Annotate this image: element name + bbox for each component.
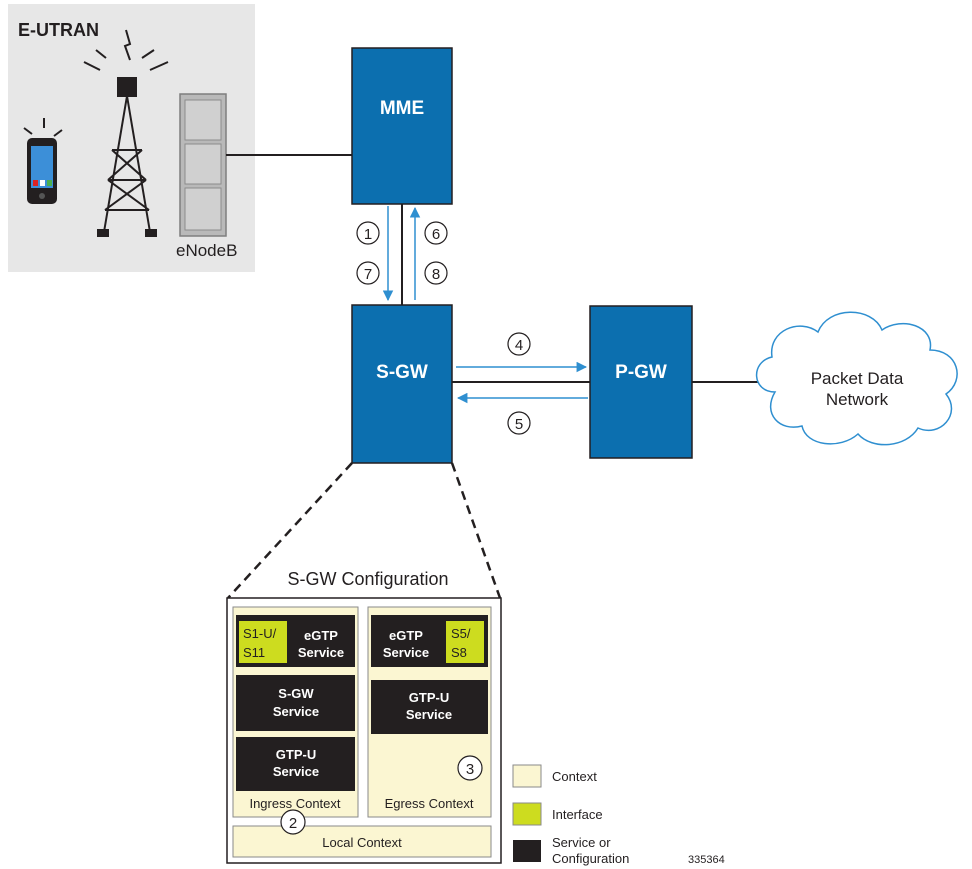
svg-text:eGTP: eGTP [389, 628, 423, 643]
ingress-interface [239, 621, 287, 663]
sgw-label: S-GW [376, 362, 428, 383]
figure-id: 335364 [688, 854, 725, 866]
config-title: S-GW Configuration [287, 569, 448, 589]
svg-text:4: 4 [515, 337, 523, 354]
legend-interface-label: Interface [552, 807, 603, 822]
sgw-node[interactable] [351, 304, 453, 464]
cell-tower-icon [83, 29, 169, 237]
enodeb-cabinet-icon [179, 93, 227, 237]
legend-service-swatch [513, 840, 541, 862]
svg-text:7: 7 [364, 266, 372, 283]
legend: Context Interface Service or Configurati… [512, 764, 629, 866]
pgw-label: P-GW [615, 362, 667, 383]
svg-text:S1-U/: S1-U/ [243, 626, 277, 641]
svg-text:Service: Service [298, 645, 344, 660]
local-context [232, 825, 492, 858]
mme-label: MME [380, 98, 424, 119]
svg-text:3: 3 [466, 761, 474, 778]
legend-interface-swatch [512, 802, 542, 826]
svg-text:2: 2 [289, 815, 297, 832]
ingress-gtpu-service [236, 737, 355, 791]
egress-context-label: Egress Context [385, 796, 474, 811]
ingress-context-label: Ingress Context [249, 796, 340, 811]
step-2-marker: 2 [280, 809, 306, 835]
step-8-marker: 8 [424, 261, 448, 285]
svg-text:S-GW: S-GW [278, 686, 314, 701]
svg-text:Service: Service [383, 645, 429, 660]
legend-service-label-line1: Service or [552, 835, 611, 850]
zoom-line-right [450, 462, 502, 599]
svg-text:1: 1 [364, 226, 372, 243]
svg-text:Service: Service [273, 704, 319, 719]
zoom-line-left [227, 462, 353, 599]
enodeb-label: eNodeB [176, 241, 237, 260]
svg-text:GTP-U: GTP-U [276, 747, 316, 762]
svg-text:Service: Service [273, 764, 319, 779]
mme-node[interactable] [351, 47, 453, 205]
e-utran-label: E-UTRAN [18, 20, 99, 40]
legend-context-swatch [512, 764, 542, 788]
svg-text:S8: S8 [451, 645, 467, 660]
svg-text:GTP-U: GTP-U [409, 690, 449, 705]
ingress-sgw-service [236, 675, 355, 731]
legend-service-label-line2: Configuration [552, 851, 629, 866]
step-7-marker: 7 [356, 261, 380, 285]
svg-text:Service: Service [406, 707, 452, 722]
pdn-label-line2: Network [826, 390, 889, 409]
svg-text:6: 6 [432, 226, 440, 243]
egress-gtpu-service [371, 680, 488, 734]
step-6-marker: 6 [424, 221, 448, 245]
packet-data-network-cloud [755, 311, 958, 446]
legend-context-label: Context [552, 769, 597, 784]
mobile-phone-icon [23, 118, 63, 204]
svg-text:S5/: S5/ [451, 626, 471, 641]
svg-text:eGTP: eGTP [304, 628, 338, 643]
local-context-label: Local Context [322, 835, 402, 850]
step-5-marker: 5 [507, 411, 531, 435]
step-1-marker: 1 [356, 221, 380, 245]
svg-text:5: 5 [515, 416, 523, 433]
pgw-node[interactable] [589, 305, 693, 459]
egress-interface [446, 621, 484, 663]
step-4-marker: 4 [507, 332, 531, 356]
pdn-label-line1: Packet Data [811, 369, 904, 388]
svg-text:8: 8 [432, 266, 440, 283]
svg-text:S11: S11 [243, 645, 265, 660]
step-3-marker: 3 [457, 755, 483, 781]
